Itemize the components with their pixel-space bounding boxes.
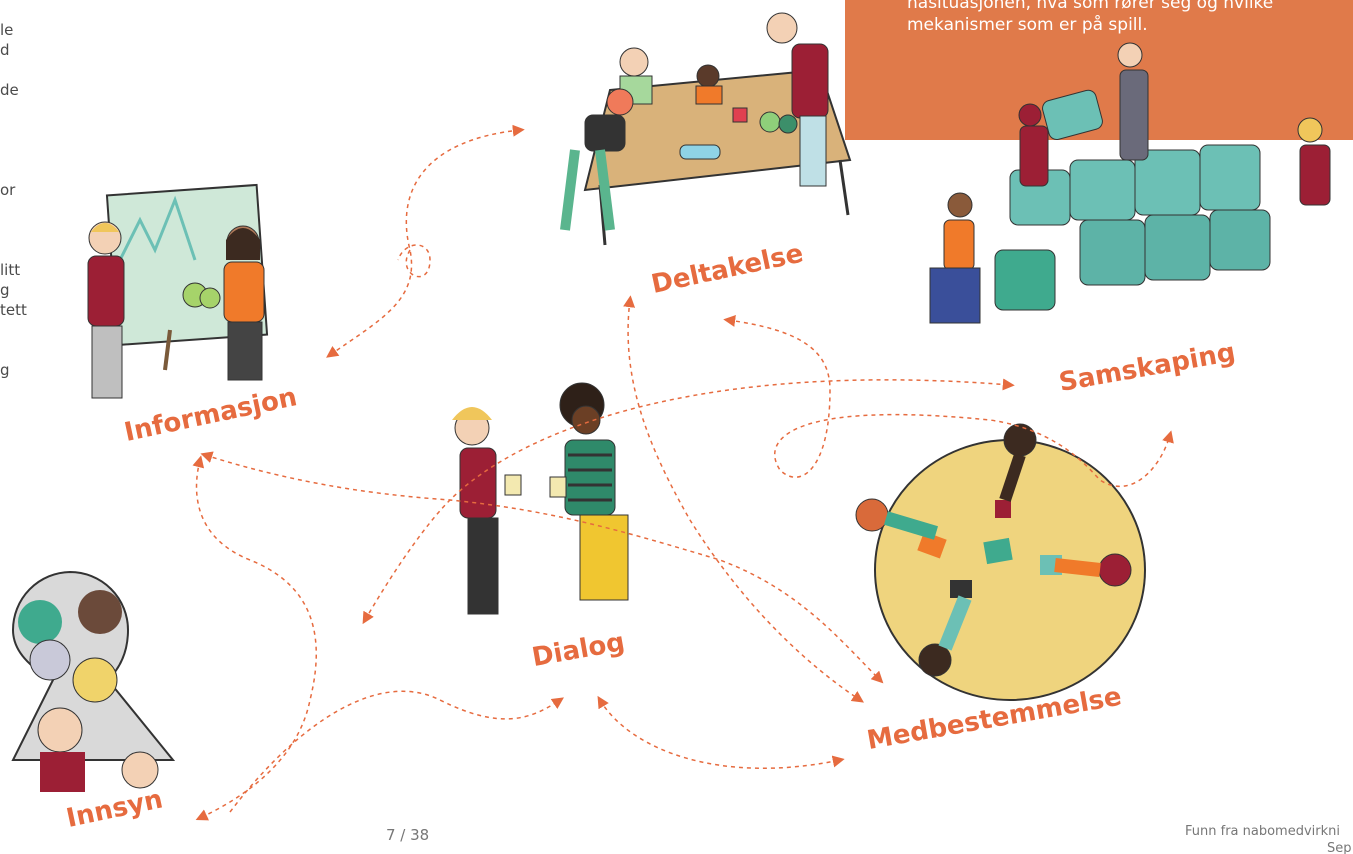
footer-date: Sep — [1327, 841, 1352, 854]
callout-line-1: nåsituasjonen, hva som rører seg og hvil… — [907, 0, 1274, 13]
informasjon-illustration — [87, 183, 269, 399]
left-column-text-fragment: le d de or litt g tett g — [0, 21, 27, 379]
callout-text: nåsituasjonen, hva som rører seg og hvil… — [907, 0, 1273, 36]
medbestemmelse-illustration — [855, 423, 1146, 701]
connector-arrows — [192, 124, 1174, 821]
innsyn-illustration — [11, 570, 176, 792]
page-number: 7 / 38 — [386, 826, 430, 844]
footer-source: Funn fra nabomedvirkni — [1185, 824, 1340, 839]
deltakelse-illustration — [560, 12, 852, 246]
samskaping-illustration — [929, 42, 1331, 324]
callout-line-2: mekanismer som er på spill. — [907, 15, 1148, 35]
